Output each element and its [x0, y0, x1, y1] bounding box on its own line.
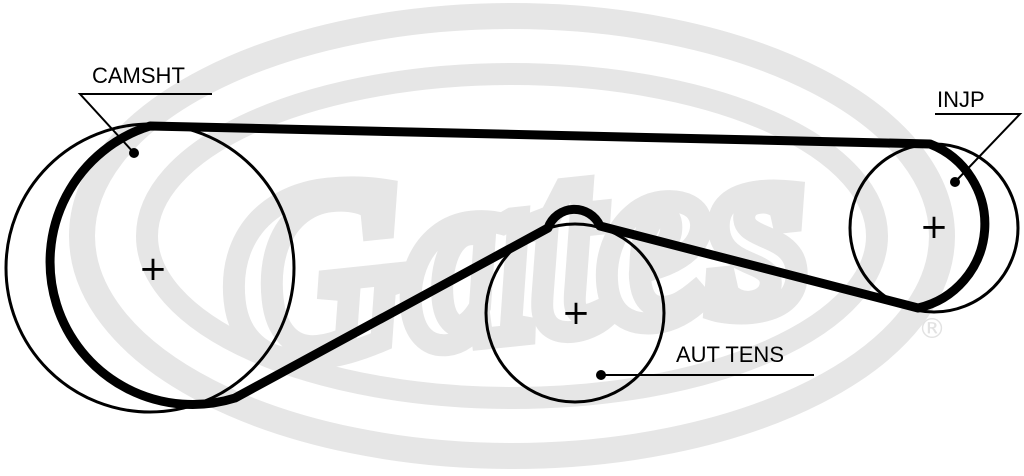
- auto-tensioner-label: AUT TENS: [676, 342, 784, 367]
- camshaft-center-mark: +: [139, 249, 168, 289]
- camshaft-leader-line: [77, 93, 212, 154]
- timing-belt: [45, 121, 990, 409]
- gates-watermark: Gates ®: [69, 3, 955, 469]
- injection-pump-label: INJP: [937, 87, 985, 112]
- injection-pump-center-mark: +: [920, 207, 949, 247]
- watermark-registered-mark: ®: [918, 312, 946, 345]
- watermark-ellipse-outer: [69, 3, 955, 469]
- injection-pump-leader-line: [935, 113, 1023, 183]
- camshaft-label: CAMSHT: [92, 63, 185, 88]
- watermark-ellipse-inner: [136, 63, 888, 409]
- auto-tensioner-pulley: [484, 222, 666, 404]
- auto-tensioner-center-mark: +: [562, 293, 591, 333]
